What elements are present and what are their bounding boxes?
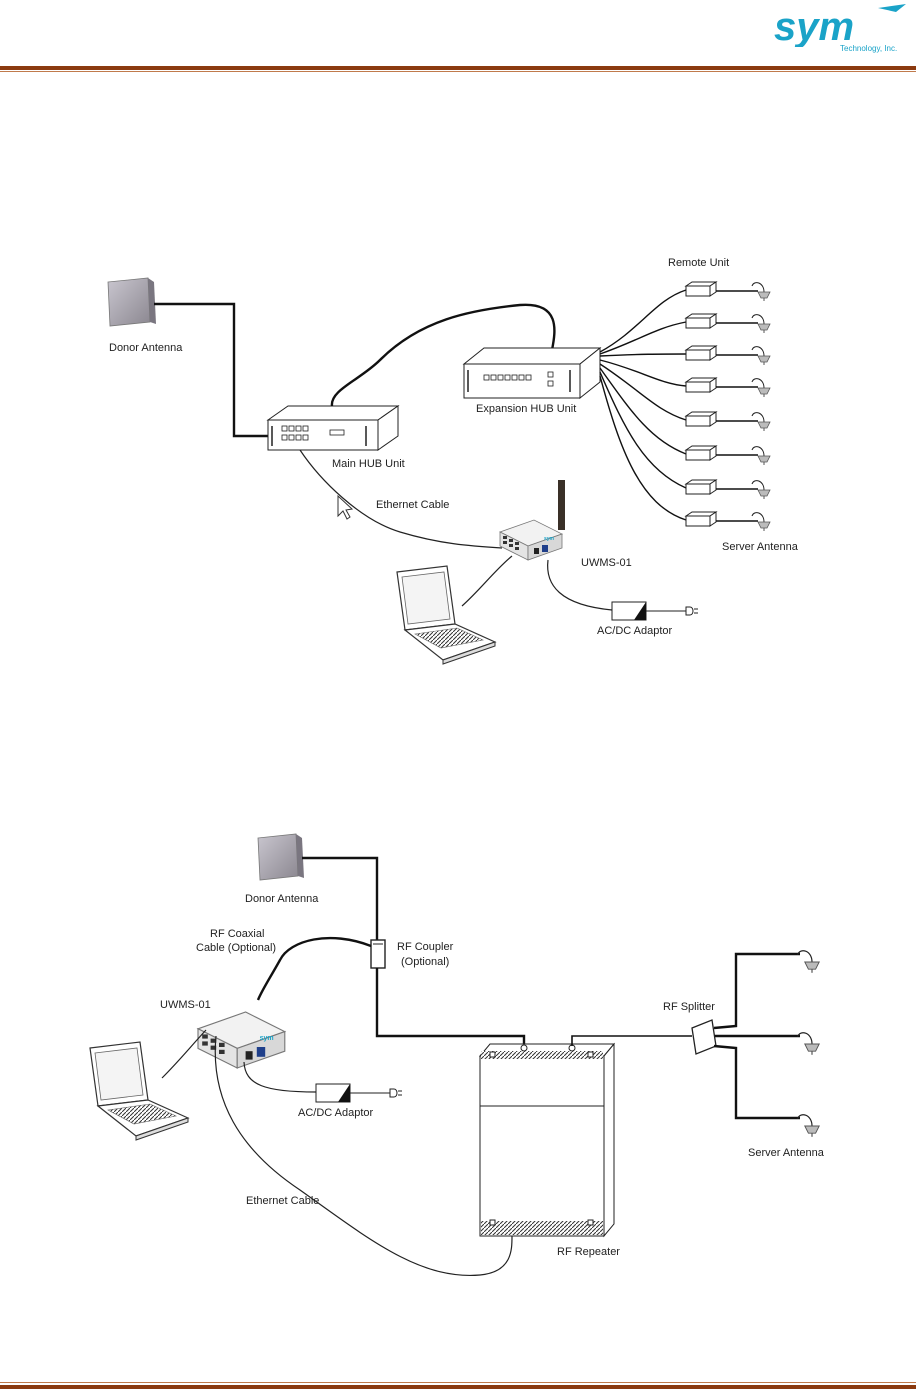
footer-rule-thin xyxy=(0,1382,916,1383)
d2-uwms-label: UWMS-01 xyxy=(160,999,211,1011)
d2-coupler-label-line1: RF Coupler xyxy=(397,941,454,953)
d2-ethernet-cable xyxy=(215,1036,512,1275)
d1-antenna-cables xyxy=(716,291,758,521)
d1-remote-cables xyxy=(600,290,686,520)
expansion-hub-unit-icon xyxy=(464,348,600,398)
d2-coax-label-line1: RF Coaxial xyxy=(210,928,264,940)
footer-rule xyxy=(0,1385,916,1389)
d2-donor-antenna-label: Donor Antenna xyxy=(245,893,319,905)
d1-server-antenna-label: Server Antenna xyxy=(722,541,799,553)
d2-laptop-icon xyxy=(90,1042,188,1140)
d1-donor-cable xyxy=(154,304,270,436)
d1-uwms-antenna-icon xyxy=(558,480,565,530)
d1-main-hub-label: Main HUB Unit xyxy=(332,458,405,470)
donor-antenna-icon xyxy=(108,278,156,326)
main-hub-unit-icon xyxy=(268,406,398,450)
d2-power-cable xyxy=(244,1062,316,1092)
d2-antenna-cables xyxy=(714,954,800,1118)
d1-adaptor-label: AC/DC Adaptor xyxy=(597,625,673,637)
d2-uwms-device-icon xyxy=(198,1012,285,1068)
d1-plug-icon xyxy=(646,607,698,615)
d2-coupler-repeater-cable xyxy=(377,968,524,1050)
d2-laptop-cable xyxy=(162,1030,206,1078)
rf-splitter-icon xyxy=(692,1020,716,1054)
d1-expansion-hub-label: Expansion HUB Unit xyxy=(476,403,576,415)
d1-adaptor-icon xyxy=(612,602,646,620)
d1-uwms-label: UWMS-01 xyxy=(581,557,632,569)
d2-adaptor-icon xyxy=(316,1084,350,1102)
rf-repeater-icon xyxy=(480,1044,614,1236)
d1-uwms-device-icon xyxy=(500,520,562,560)
d2-adaptor-label: AC/DC Adaptor xyxy=(298,1107,374,1119)
d2-ethernet-cable-label: Ethernet Cable xyxy=(246,1195,319,1207)
d2-coax-label-line2: Cable (Optional) xyxy=(196,942,276,954)
d2-donor-antenna-icon xyxy=(258,834,304,880)
d2-server-antenna-label: Server Antenna xyxy=(748,1147,825,1159)
d1-ethernet-cable-label: Ethernet Cable xyxy=(376,499,449,511)
d2-plug-icon xyxy=(350,1089,402,1097)
d2-server-antennas-icon xyxy=(798,951,820,1137)
d1-laptop-cable xyxy=(462,556,512,606)
d2-splitter-label: RF Splitter xyxy=(663,1001,715,1013)
d1-donor-antenna-label: Donor Antenna xyxy=(109,342,183,354)
d2-coupler-label-line2: (Optional) xyxy=(401,956,449,968)
d1-server-antennas-icon xyxy=(752,283,770,531)
d2-repeater-label: RF Repeater xyxy=(557,1246,620,1258)
d1-remote-units xyxy=(686,282,716,526)
d1-laptop-icon xyxy=(397,566,495,664)
d1-remote-unit-label: Remote Unit xyxy=(668,257,729,269)
